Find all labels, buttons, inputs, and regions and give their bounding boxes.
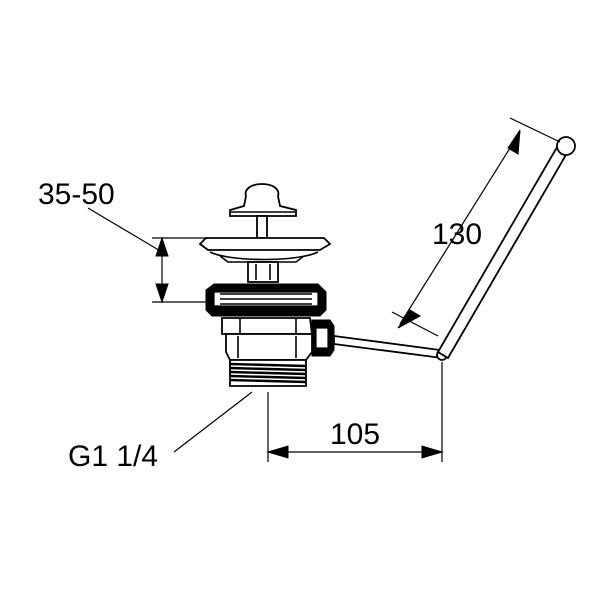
dim-horizontal (266, 362, 444, 462)
valve-body (198, 183, 335, 387)
lever-knob (556, 136, 576, 156)
dim-height-label: 35-50 (38, 178, 115, 211)
inner-tube (247, 261, 279, 283)
dim-thread (173, 391, 253, 453)
body-housing (225, 333, 313, 361)
plug-stem (256, 215, 268, 239)
dim-lever-length (391, 117, 561, 337)
thread-lines (229, 362, 307, 384)
dim-horizontal-label: 105 (330, 418, 380, 451)
dim-thread-label: G1 1/4 (68, 440, 158, 473)
link-rod (333, 334, 444, 360)
plug-knob (229, 183, 297, 217)
lever (333, 136, 576, 361)
dim-lever-length-label: 130 (432, 218, 482, 251)
hex-nut (221, 317, 314, 335)
dim-height (87, 207, 208, 304)
strainer-cap (198, 237, 332, 251)
